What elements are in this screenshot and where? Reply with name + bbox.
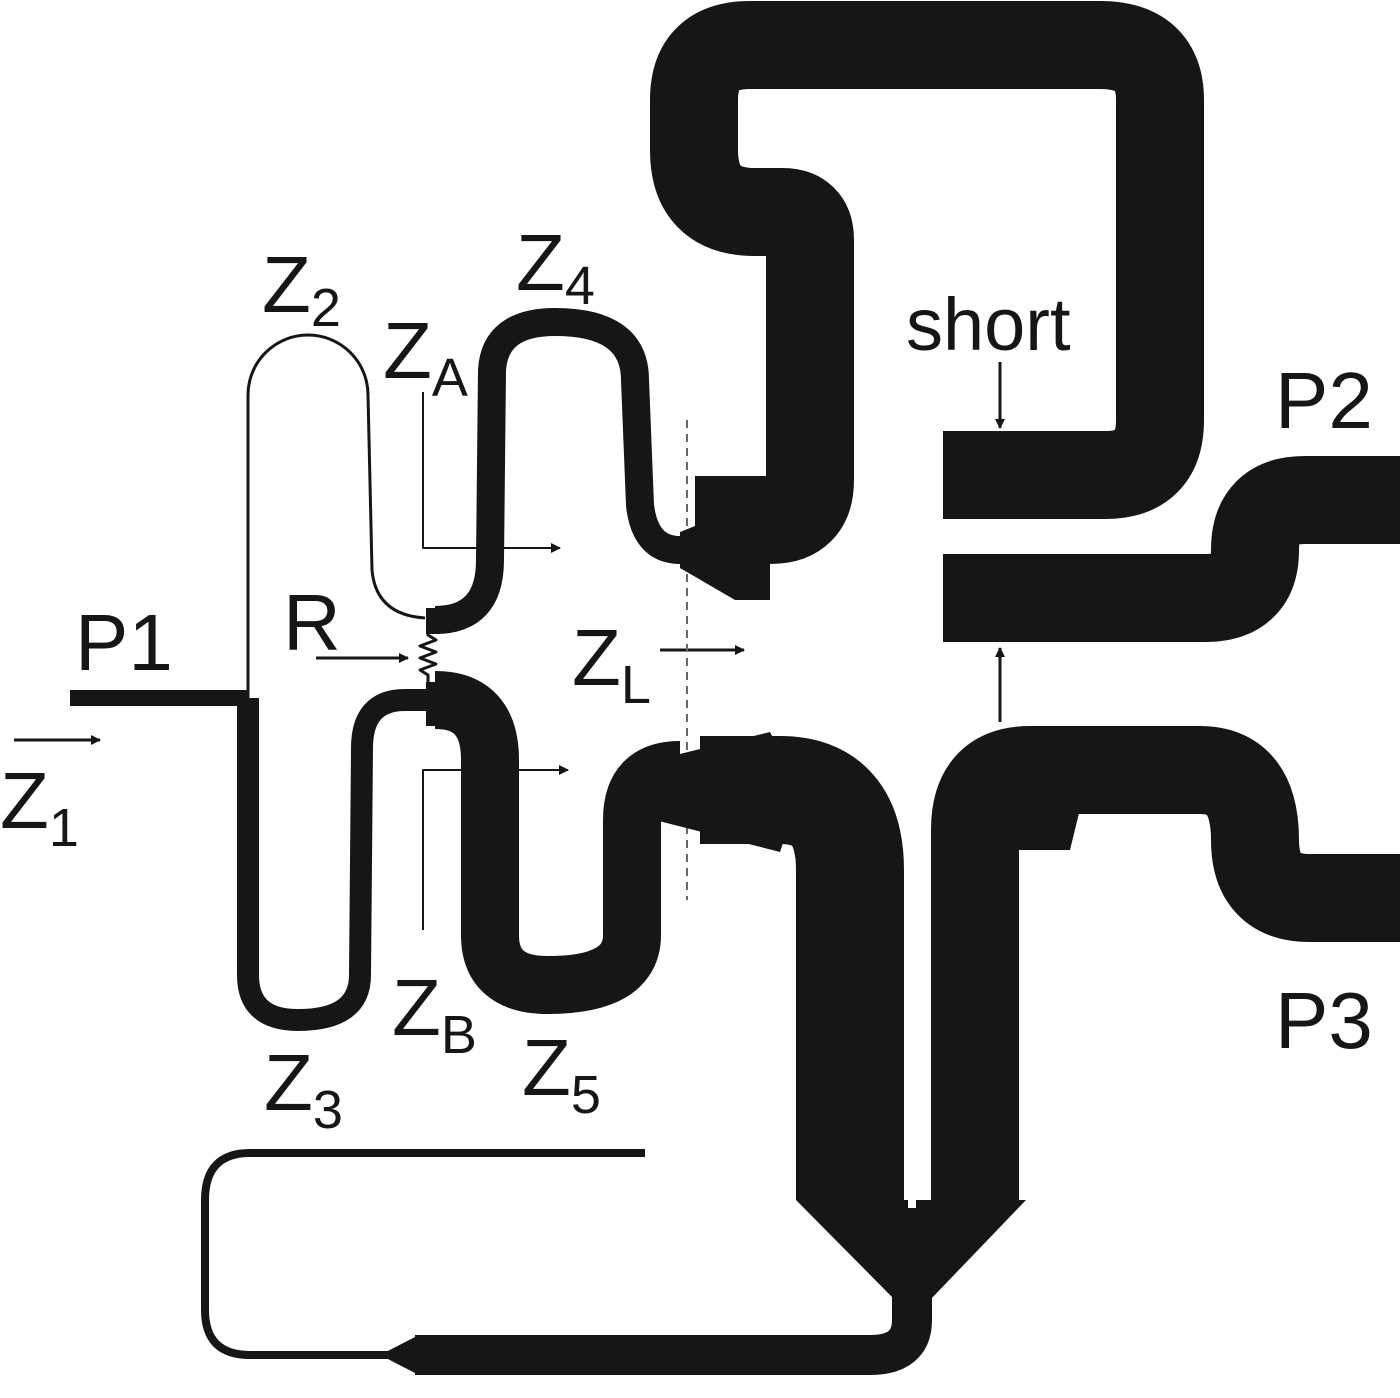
za-reference-line bbox=[422, 392, 561, 553]
junction-taper-right bbox=[940, 732, 1090, 850]
label-z5: Z5 bbox=[522, 1023, 601, 1125]
z5-meander bbox=[433, 671, 682, 1014]
label-z3: Z3 bbox=[264, 1038, 343, 1140]
resistor-zigzag bbox=[418, 622, 438, 690]
label-r: R bbox=[283, 578, 341, 667]
z4-meander bbox=[434, 308, 681, 634]
resistor-pad-bottom bbox=[426, 682, 440, 726]
label-p2: P2 bbox=[1275, 356, 1373, 445]
upper-stub-loop bbox=[650, 1, 1204, 564]
z2-thin-loop bbox=[246, 333, 426, 698]
combiner-vee bbox=[796, 1200, 1026, 1300]
bottom-thin-loop bbox=[201, 1149, 645, 1359]
bottom-taper bbox=[380, 1337, 415, 1373]
p2-output-line bbox=[943, 456, 1400, 642]
label-za: ZA bbox=[383, 306, 468, 408]
resistor-pad-top bbox=[426, 608, 440, 634]
lower-taper bbox=[655, 732, 800, 852]
label-zb: ZB bbox=[392, 963, 477, 1065]
label-z4: Z4 bbox=[516, 218, 595, 316]
label-p3: P3 bbox=[1275, 976, 1373, 1065]
label-zl: ZL bbox=[572, 613, 651, 715]
label-z2: Z2 bbox=[262, 240, 341, 338]
label-short: short bbox=[906, 283, 1071, 366]
upper-taper bbox=[680, 510, 770, 600]
label-z1: Z1 bbox=[0, 756, 79, 858]
z3-meander bbox=[237, 689, 440, 1031]
bottom-return-line bbox=[415, 1290, 932, 1375]
label-p1: P1 bbox=[75, 598, 173, 687]
main-trunk-line bbox=[699, 735, 904, 1200]
zb-reference-line bbox=[422, 765, 569, 930]
